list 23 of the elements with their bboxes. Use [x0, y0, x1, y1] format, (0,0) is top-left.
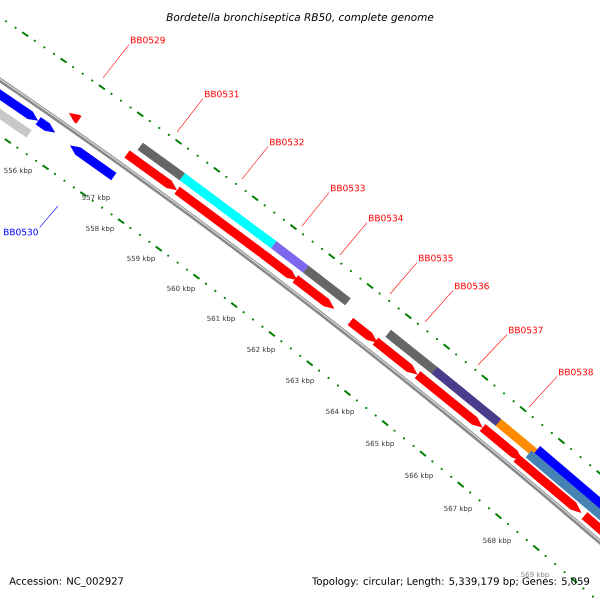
gene-label: BB0530	[4, 228, 38, 236]
gene-label: BB0533	[331, 184, 365, 192]
leader-line	[176, 98, 204, 132]
gene-label: BB0535	[419, 254, 453, 262]
leader-line	[302, 192, 330, 226]
title: Bordetella bronchiseptica RB50, complete genome	[166, 12, 434, 24]
leader-line	[424, 290, 454, 322]
gene-label: BB0529	[131, 36, 165, 44]
leader-line	[340, 222, 368, 256]
gene-label: BB0534	[369, 214, 403, 222]
gene-label: BB0531	[205, 90, 239, 98]
gene-label: BB0532	[270, 138, 304, 146]
gene-label: BB0537	[509, 326, 543, 334]
leader-line	[478, 334, 508, 366]
gene-label: BB0536	[455, 282, 489, 290]
topology-text: Topology: circular; Length: 5,339,179 bp; Genes: 5,059	[312, 577, 590, 587]
gene-label: BB0538	[559, 368, 593, 376]
leader-line	[102, 44, 130, 78]
leader-line	[528, 376, 558, 408]
leader-line	[242, 146, 268, 180]
leader-line	[39, 206, 58, 228]
accession-text: Accession: NC_002927	[9, 577, 124, 587]
leader-line	[390, 262, 418, 294]
